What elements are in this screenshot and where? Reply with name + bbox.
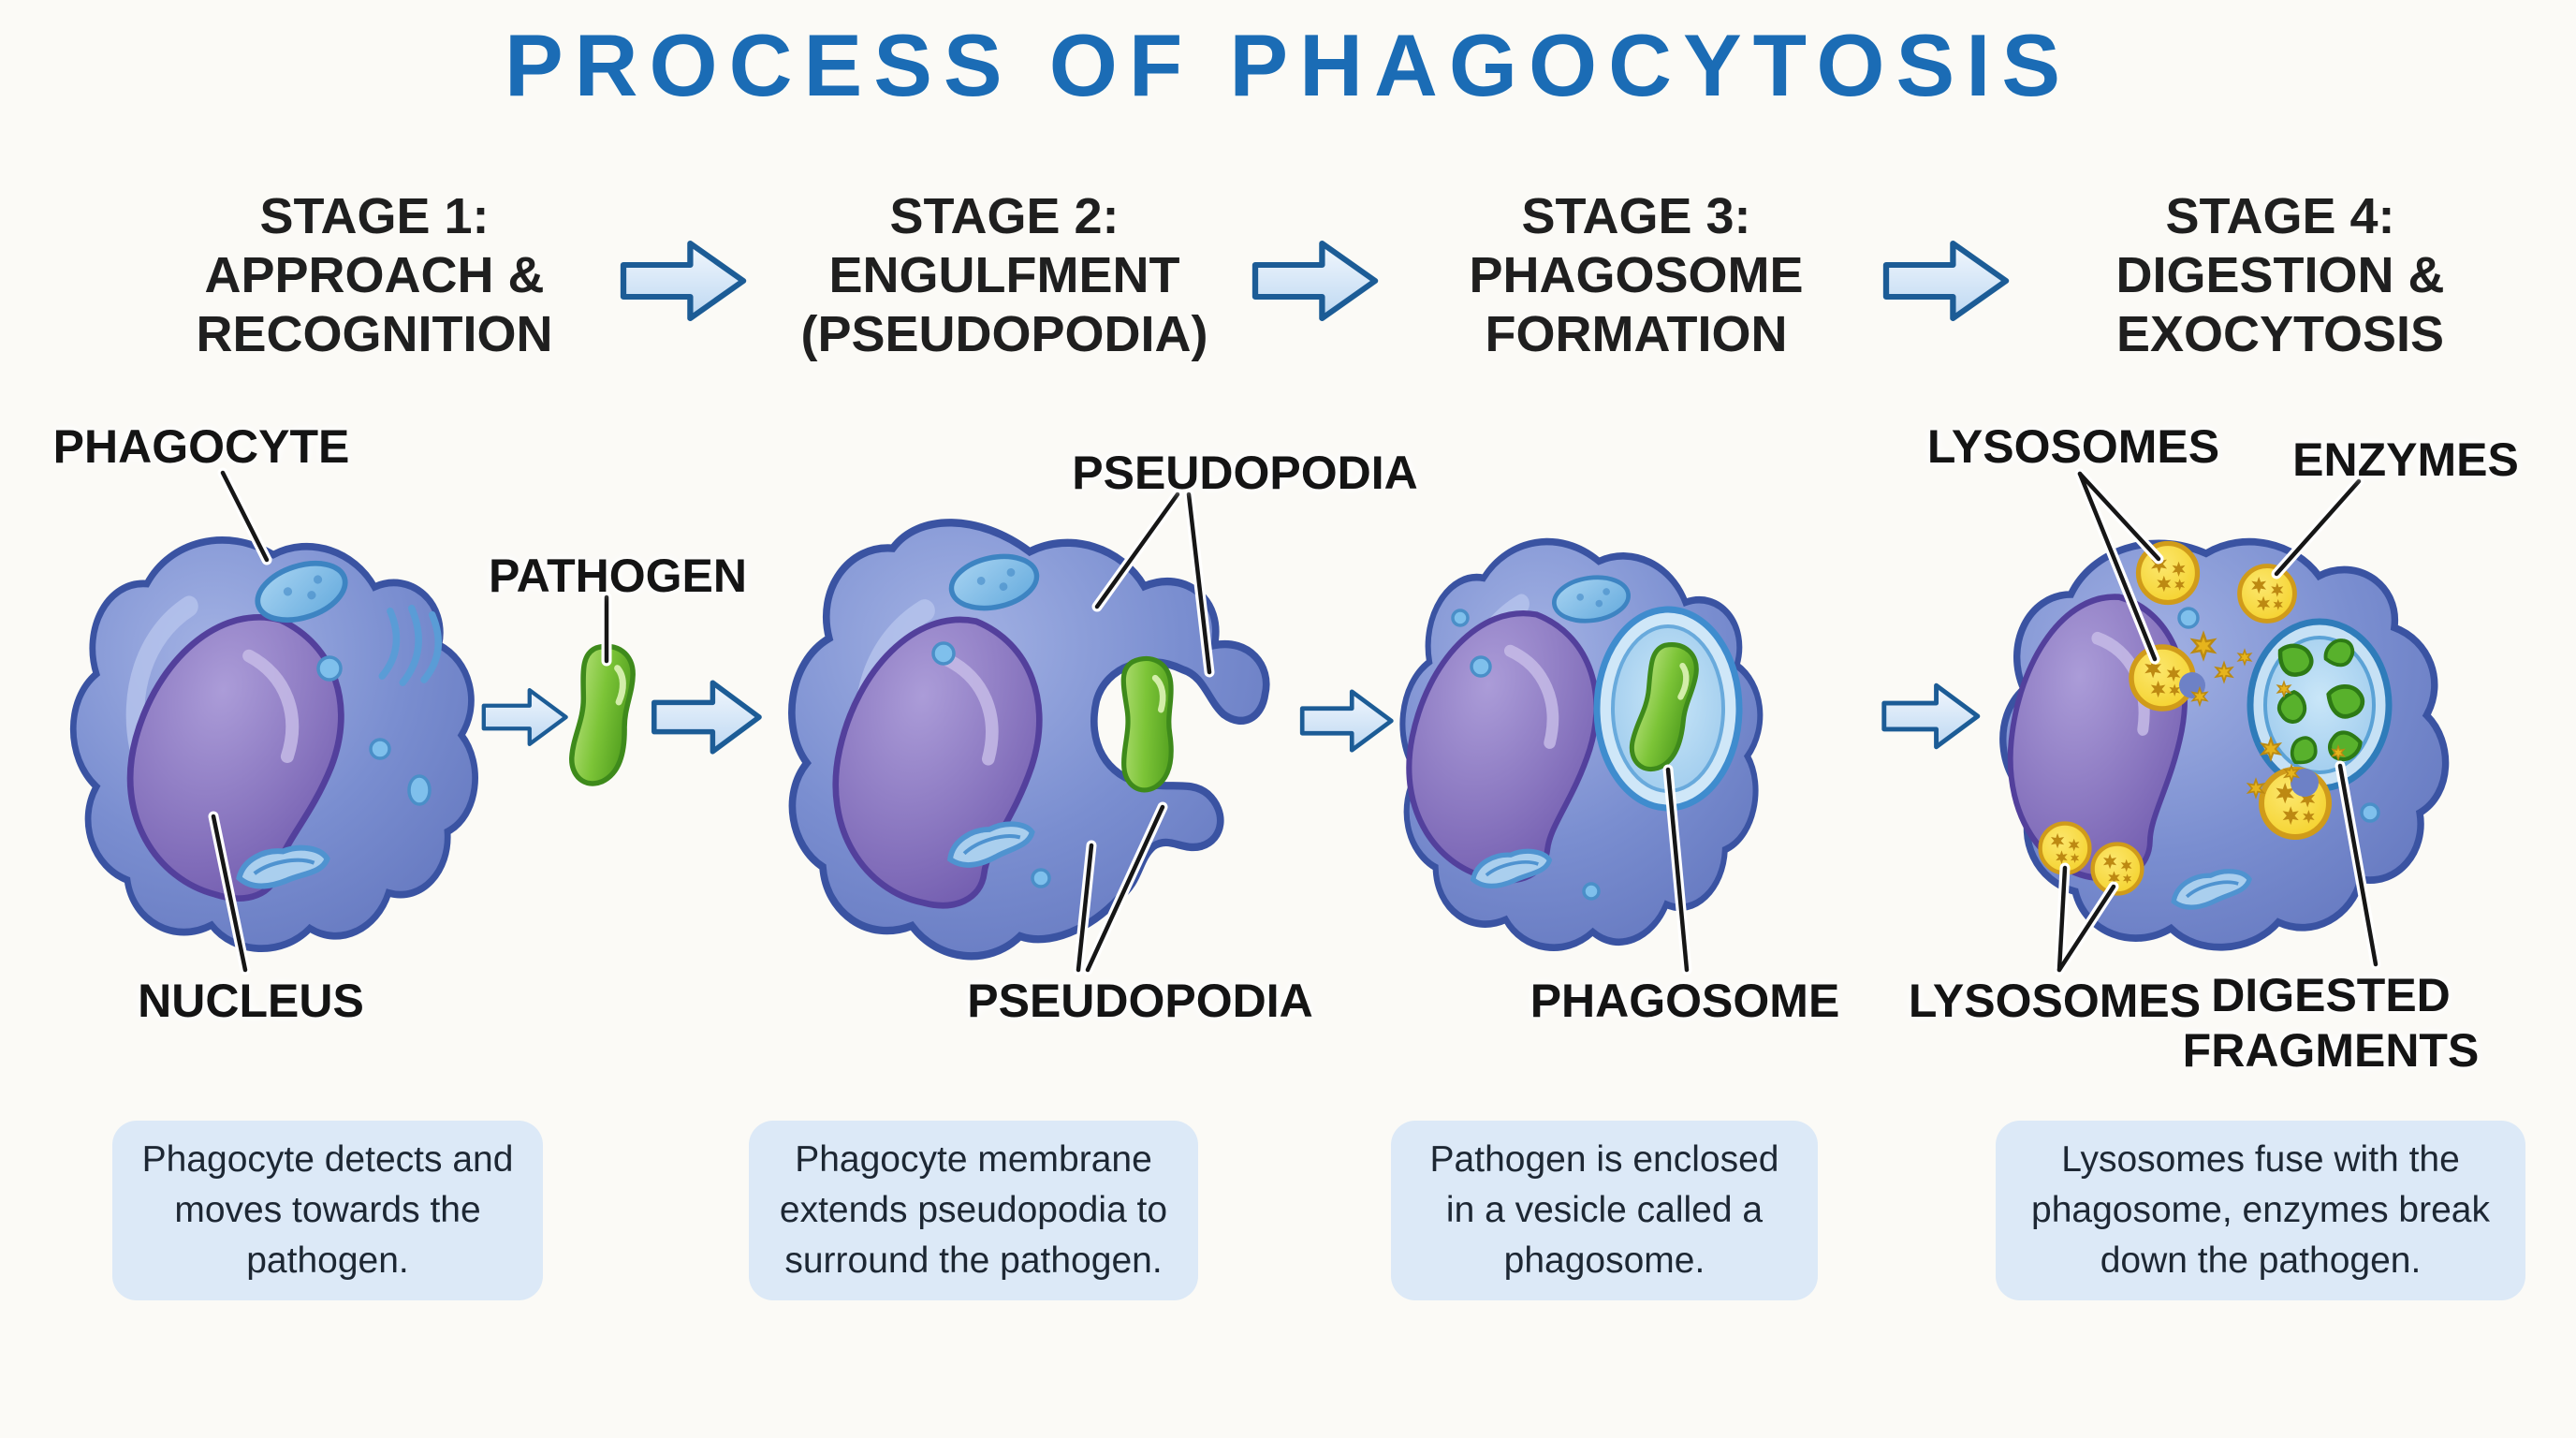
stage-3-header: STAGE 3: PHAGOSOME FORMATION: [1469, 188, 1804, 363]
phagolysosome-vesicle: [2247, 618, 2393, 792]
page-title: PROCESS OF PHAGOCYTOSIS: [504, 16, 2072, 114]
header-arrow-2-icon: [1255, 243, 1375, 318]
pathogen-shape: [570, 644, 635, 785]
header-arrow-1-icon: [623, 243, 743, 318]
phagocyte-cell-4: [1987, 520, 2461, 965]
phagocyte-cell-1: [73, 540, 475, 948]
phagosome-vesicle: [1593, 606, 1743, 812]
engulfed-pathogen-shape: [1117, 657, 1178, 792]
stage2-to-stage3-arrow-icon: [1302, 692, 1391, 750]
stage-1-header: STAGE 1: APPROACH & RECOGNITION: [196, 188, 553, 363]
stage-1-description: Phagocyte detects and moves towards the …: [112, 1121, 543, 1300]
enzymes-label: ENZYMES: [2292, 433, 2519, 486]
header-arrow-3-icon: [1886, 243, 2006, 318]
phagocyte-cell-3: [1381, 528, 1780, 967]
phagosome-label: PHAGOSOME: [1530, 975, 1840, 1027]
pseudopodia-top-label: PSEUDOPODIA: [1072, 447, 1418, 499]
lysosomes-top-label: LYSOSOMES: [1926, 420, 2220, 473]
digested-fragments-label: DIGESTED FRAGMENTS: [2182, 969, 2480, 1077]
lysosomes-bottom-label: LYSOSOMES: [1908, 975, 2202, 1027]
nucleus-label: NUCLEUS: [138, 975, 364, 1027]
phagocyte-label: PHAGOCYTE: [52, 420, 350, 473]
stage-3-description: Pathogen is enclosed in a vesicle called…: [1391, 1121, 1818, 1300]
approach-arrow-right-icon: [654, 682, 759, 752]
approach-arrow-left-icon: [484, 690, 566, 744]
stage-4-description: Lysosomes fuse with the phagosome, enzym…: [1996, 1121, 2525, 1300]
stage3-to-stage4-arrow-icon: [1884, 685, 1978, 747]
pseudopodia-bottom-label: PSEUDOPODIA: [967, 975, 1313, 1027]
pathogen-label: PATHOGEN: [489, 550, 747, 602]
stage-2-description: Phagocyte membrane extends pseudopodia t…: [749, 1121, 1198, 1300]
stage-4-header: STAGE 4: DIGESTION & EXOCYTOSIS: [2115, 188, 2445, 363]
leader-lines: [211, 470, 2378, 973]
stage-2-header: STAGE 2: ENGULFMENT (PSEUDOPODIA): [800, 188, 1208, 363]
